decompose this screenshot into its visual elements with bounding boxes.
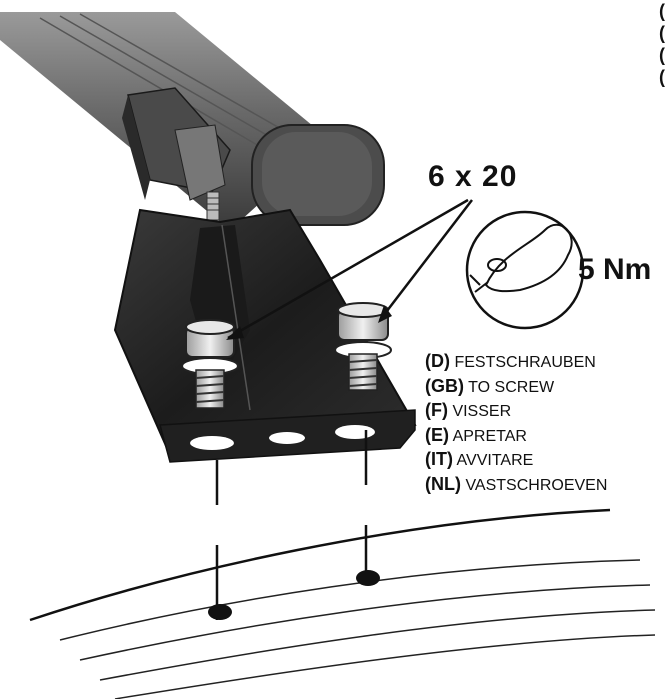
- instruction-text: AVVITARE: [456, 452, 534, 469]
- clipped-letter: (: [659, 67, 665, 87]
- language-code: (D): [425, 351, 450, 371]
- bolt-size-label: 6 x 20: [428, 160, 518, 193]
- language-code: (IT): [425, 449, 453, 469]
- instruction-item-gb: (GB) TO SCREW: [425, 375, 607, 400]
- instruction-languages-list: (D) FESTSCHRAUBEN (GB) TO SCREW (F) VISS…: [425, 350, 607, 497]
- instruction-item-it: (IT) AVVITARE: [425, 448, 607, 473]
- instruction-text: TO SCREW: [468, 378, 555, 396]
- leader-lines: [226, 198, 473, 340]
- instruction-item-e: (E) APRETAR: [425, 424, 607, 449]
- screwdriver-arm-icon: [465, 210, 585, 330]
- clipped-text-column: ( ( ( (: [659, 0, 667, 88]
- instruction-item-f: (F) VISSER: [425, 399, 607, 424]
- foot-block: [122, 87, 231, 221]
- instruction-text: APRETAR: [452, 427, 527, 445]
- car-roof-surface: [29, 508, 656, 699]
- language-code: (E): [425, 424, 449, 445]
- language-code: (NL): [425, 473, 461, 494]
- clipped-letter: (: [659, 23, 665, 43]
- clipped-letter: (: [659, 45, 665, 65]
- clipped-letter: (: [659, 1, 665, 21]
- instruction-text: FESTSCHRAUBEN: [454, 354, 596, 371]
- right-bolt: [334, 302, 392, 391]
- language-code: (GB): [425, 375, 464, 396]
- language-code: (F): [425, 400, 448, 420]
- left-bolt: [181, 319, 239, 409]
- instruction-text: VASTSCHROEVEN: [465, 476, 608, 494]
- torque-label: 5 Nm: [578, 253, 652, 286]
- instruction-item-de: (D) FESTSCHRAUBEN: [425, 350, 607, 375]
- instruction-item-nl: (NL) VASTSCHROEVEN: [425, 473, 607, 498]
- instruction-text: VISSER: [452, 403, 512, 420]
